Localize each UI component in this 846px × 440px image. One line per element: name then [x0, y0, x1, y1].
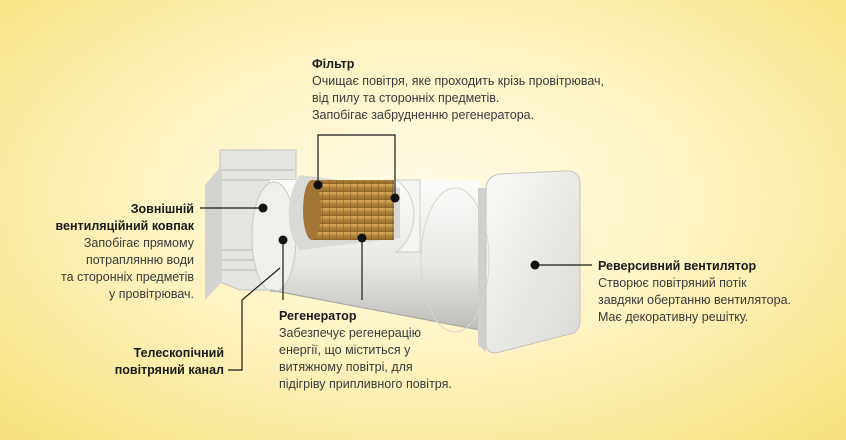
telescopic-label: Телескопічний повітряний канал — [115, 345, 224, 379]
reversible-fan-desc-line: Має декоративну решітку. — [598, 310, 749, 324]
outer-hood-desc-line: у провітрювач. — [108, 287, 194, 301]
hood-dot — [258, 203, 268, 213]
reversible-fan-desc-line: Створює повітряний потік — [598, 276, 747, 290]
filter-desc-line: від пилу та сторонніх предметів. — [312, 91, 500, 105]
regenerator-core — [288, 175, 421, 253]
reversible-fan-desc-line: завдяки обертанню вентилятора. — [598, 293, 791, 307]
regenerator-dot-left — [278, 235, 288, 245]
regenerator-desc-line: Забезпечує регенерацію — [279, 326, 422, 340]
reversible-fan-label: Реверсивний вентилятор Створює повітряни… — [598, 258, 791, 326]
filter-dot-left — [313, 180, 323, 190]
regenerator-dot-right — [357, 233, 367, 243]
filter-desc-line: Очищає повітря, яке проходить крізь пров… — [312, 74, 605, 88]
telescopic-title: повітряний канал — [114, 363, 224, 377]
regenerator-title: Регенератор — [279, 309, 357, 323]
outer-hood-desc-line: Запобігає прямому — [83, 236, 194, 250]
filter-desc-line: Запобігає забрудненню регенератора. — [312, 108, 535, 122]
fan-dot — [530, 260, 540, 270]
leader-lines — [200, 134, 592, 371]
outer-hood-title: вентиляційний ковпак — [55, 219, 194, 233]
filter-label: Фільтр Очищає повітря, яке проходить крі… — [312, 56, 604, 124]
outer-hood-title: Зовнішній — [130, 202, 194, 216]
outer-hood-desc-line: потраплянню води — [85, 253, 194, 267]
regenerator-label: Регенератор Забезпечує регенерацію енерг… — [279, 308, 452, 393]
regenerator-desc-line: підігріву припливного повітря. — [279, 377, 452, 391]
telescopic-title: Телескопічний — [133, 346, 224, 360]
filter-dot-right — [390, 193, 400, 203]
reversible-fan-title: Реверсивний вентилятор — [598, 259, 757, 273]
outer-hood-desc-line: та сторонніх предметів — [61, 270, 194, 284]
regenerator-desc-line: енергії, що міститься у — [279, 343, 411, 357]
outer-hood-label: Зовнішній вентиляційний ковпак Запобігає… — [56, 201, 194, 303]
filter-title: Фільтр — [312, 57, 355, 71]
regenerator-desc-line: витяжному повітрі, для — [279, 360, 413, 374]
callout-dots — [258, 180, 540, 270]
